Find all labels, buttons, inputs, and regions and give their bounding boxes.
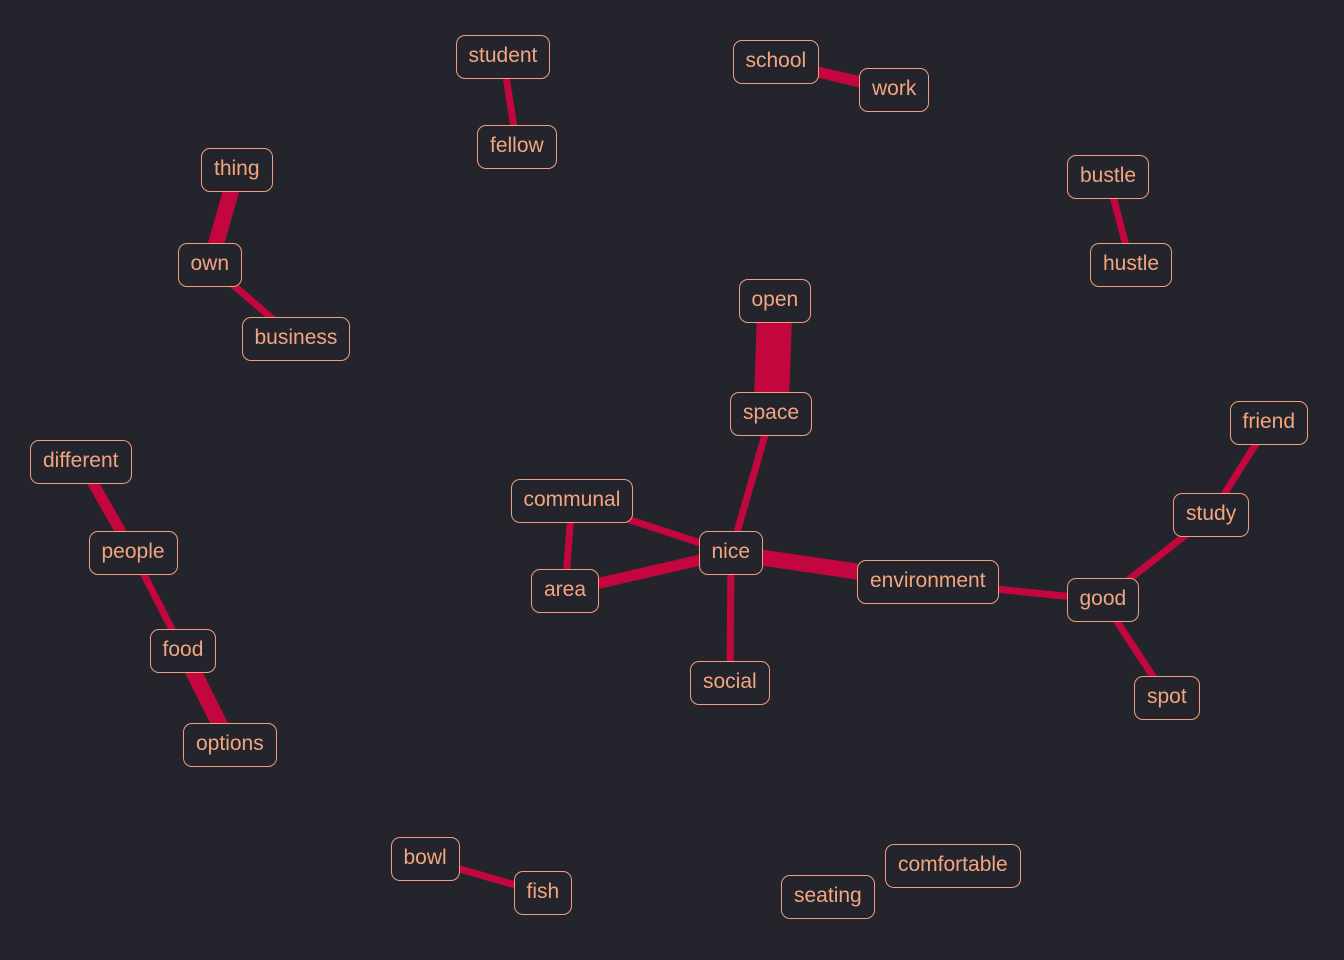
node-comfortable[interactable]: comfortable [885, 844, 1021, 888]
node-bowl[interactable]: bowl [390, 837, 460, 881]
node-hustle[interactable]: hustle [1090, 243, 1173, 287]
node-fellow[interactable]: fellow [477, 125, 557, 169]
node-thing[interactable]: thing [201, 148, 273, 192]
node-own[interactable]: own [177, 243, 243, 287]
node-environment[interactable]: environment [857, 560, 999, 604]
node-area[interactable]: area [531, 569, 600, 613]
node-bustle[interactable]: bustle [1067, 155, 1150, 199]
node-good[interactable]: good [1066, 578, 1140, 622]
node-seating[interactable]: seating [781, 875, 875, 919]
node-school[interactable]: school [732, 40, 820, 84]
node-business[interactable]: business [241, 317, 351, 361]
node-communal[interactable]: communal [510, 479, 634, 523]
node-food[interactable]: food [149, 629, 217, 673]
node-friend[interactable]: friend [1229, 401, 1309, 445]
node-social[interactable]: social [690, 661, 770, 705]
node-spot[interactable]: spot [1134, 676, 1200, 720]
node-space[interactable]: space [730, 392, 813, 436]
node-study[interactable]: study [1173, 493, 1250, 537]
node-different[interactable]: different [30, 440, 132, 484]
node-people[interactable]: people [88, 531, 178, 575]
node-open[interactable]: open [738, 279, 812, 323]
node-fish[interactable]: fish [513, 871, 573, 915]
edge-space-nice [727, 410, 775, 557]
node-options[interactable]: options [183, 723, 277, 767]
node-work[interactable]: work [859, 68, 930, 112]
node-student[interactable]: student [455, 35, 551, 79]
node-nice[interactable]: nice [698, 531, 764, 575]
